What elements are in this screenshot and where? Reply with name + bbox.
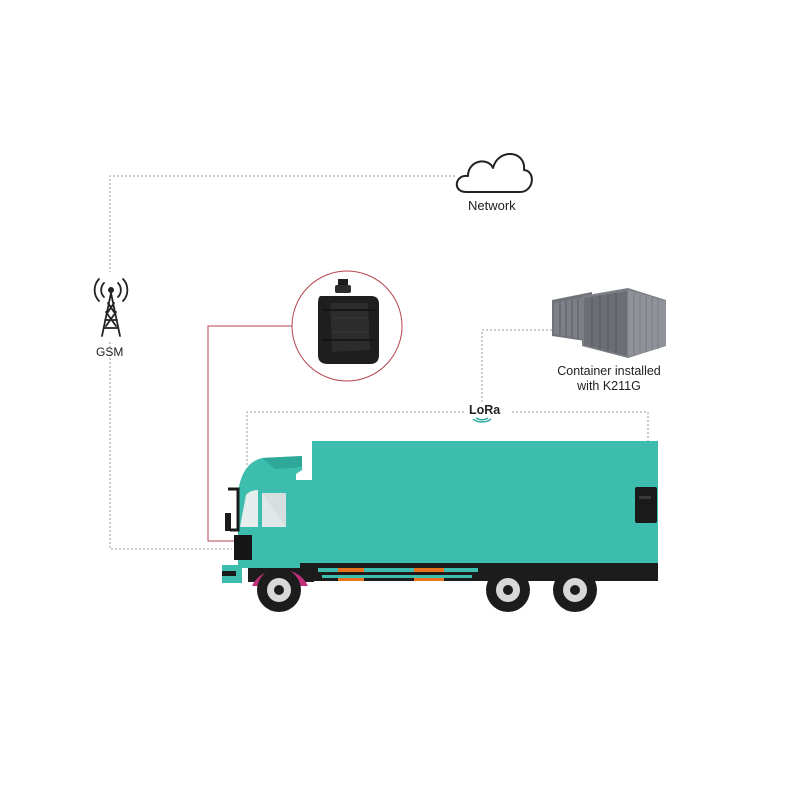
- network-gsm-link: [109, 175, 455, 550]
- container-label-line1: Container installed: [557, 364, 661, 378]
- network-label: Network: [468, 198, 516, 213]
- gps-tracker-device-icon: [291, 270, 403, 382]
- gsm-label: GSM: [96, 345, 124, 359]
- truck-icon: [222, 441, 658, 612]
- rear-wheel-1: [486, 568, 530, 612]
- rear-wheel-2: [553, 568, 597, 612]
- cloud-icon: [455, 153, 533, 193]
- lora-label: LoRa: [469, 403, 501, 417]
- tracker-link: [207, 325, 296, 542]
- lora-wireless-icon: [472, 417, 492, 423]
- cell-tower-icon: [93, 278, 129, 337]
- container-label-line2: with K211G: [577, 379, 641, 393]
- shipping-container-icon: [552, 288, 666, 358]
- container-label: Container installed with K211G: [545, 364, 673, 394]
- front-wheel: [257, 568, 301, 612]
- lora-link: [246, 329, 649, 470]
